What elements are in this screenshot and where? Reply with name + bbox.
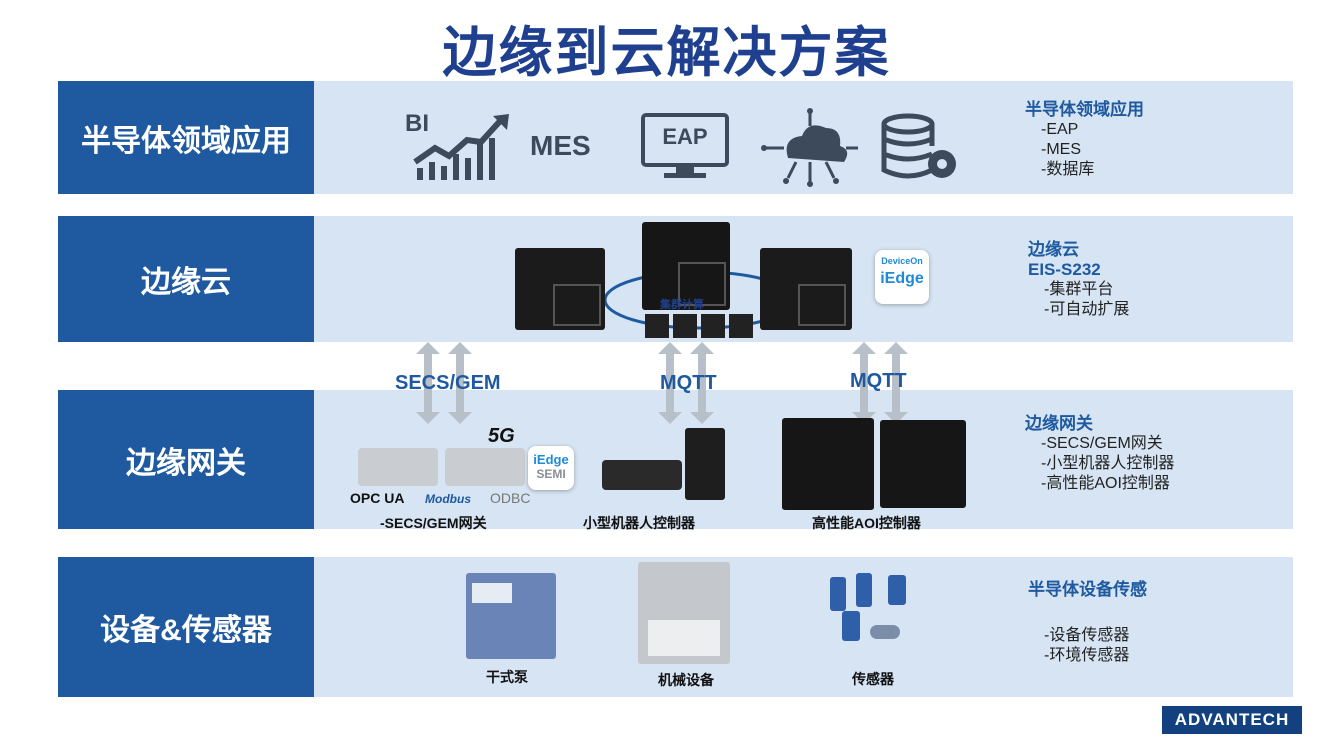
row-label-devices: 设备&传感器 [58, 557, 314, 697]
side-gateway-item: -SECS/GEM网关 [1041, 435, 1163, 452]
side-cloud-sub: EIS-S232 [1028, 260, 1101, 279]
server-center-image [642, 222, 730, 310]
server-right-image [760, 248, 852, 330]
side-apps-item: -数据库 [1041, 161, 1095, 178]
aoi-controller-left-image [782, 418, 874, 510]
side-devices: 半导体设备传感 -设备传感器 -环境传感器 [1028, 580, 1147, 666]
mes-label: MES [530, 130, 591, 161]
odbc-logo: ODBC [490, 490, 531, 506]
deviceon-iedge-label: iEdge [880, 270, 924, 287]
gateway-device-1-image [358, 448, 438, 486]
eap-monitor-icon: EAP [640, 112, 730, 182]
side-apps-item: -EAP [1041, 121, 1079, 138]
bi-label: BI [405, 110, 429, 137]
iedge-semi-label: iEdge [533, 452, 569, 467]
robot-controller-image [602, 460, 682, 490]
protocol-mqtt-center: MQTT [660, 372, 717, 394]
cluster-nodes-image [645, 310, 755, 340]
protocol-secs-gem: SECS/GEM [395, 372, 501, 394]
caption-aoi-controller: 高性能AOI控制器 [812, 515, 921, 531]
mechanical-equipment-image [638, 562, 730, 664]
caption-secs-gateway: -SECS/GEM网关 [380, 515, 487, 531]
modbus-logo: Modbus [425, 492, 471, 506]
side-gateway-heading: 边缘网关 [1025, 414, 1093, 433]
page-title: 边缘到云解决方案 [442, 23, 891, 83]
side-cloud-item: -集群平台 [1044, 281, 1114, 298]
side-cloud-heading: 边缘云 [1028, 240, 1079, 259]
cluster-label: 集群计算 [660, 299, 704, 311]
side-gateway-item: -小型机器人控制器 [1041, 455, 1175, 472]
advantech-logo: ADVANTECH [1162, 706, 1302, 734]
row-label-cloud: 边缘云 [58, 216, 314, 342]
caption-dry-pump: 干式泵 [486, 669, 528, 685]
side-apps-heading: 半导体领域应用 [1025, 100, 1144, 119]
sensors-image [826, 573, 912, 649]
arrows-secs [416, 342, 472, 424]
five-g-label: 5G [488, 425, 515, 447]
protocol-mqtt-right: MQTT [850, 370, 907, 392]
row-label-gateway: 边缘网关 [58, 390, 314, 529]
database-gear-icon [880, 112, 965, 186]
caption-robot-controller: 小型机器人控制器 [583, 515, 695, 531]
caption-sensors: 传感器 [852, 671, 894, 687]
dry-pump-image [466, 573, 556, 659]
arrows-mqtt-right [852, 342, 908, 424]
opc-ua-logo: OPC UA [350, 490, 405, 506]
side-devices-item: -环境传感器 [1044, 647, 1130, 664]
deviceon-iedge-badge: DeviceOn iEdge [875, 250, 929, 304]
bi-chart-icon: BI [405, 110, 515, 182]
side-gateway: 边缘网关 -SECS/GEM网关 -小型机器人控制器 -高性能AOI控制器 [1025, 414, 1174, 494]
iedge-semi-sub: SEMI [536, 467, 566, 481]
side-gateway-item: -高性能AOI控制器 [1041, 475, 1170, 492]
aoi-controller-right-image [880, 420, 966, 508]
caption-mechanical-equipment: 机械设备 [658, 672, 714, 688]
side-devices-heading: 半导体设备传感 [1028, 580, 1147, 599]
iedge-semi-badge: iEdge SEMI [528, 446, 574, 490]
gateway-device-2-image [445, 448, 525, 486]
deviceon-label: DeviceOn [881, 256, 923, 266]
server-left-image [515, 248, 605, 330]
arrows-mqtt-center [658, 342, 714, 424]
row-label-apps: 半导体领域应用 [58, 81, 314, 194]
side-cloud: 边缘云 EIS-S232 -集群平台 -可自动扩展 [1028, 240, 1129, 320]
eap-label: EAP [662, 124, 708, 149]
robot-controller-tower-image [685, 428, 725, 500]
side-devices-item: -设备传感器 [1044, 627, 1130, 644]
side-cloud-item: -可自动扩展 [1044, 301, 1130, 318]
cloud-network-icon [760, 108, 860, 188]
side-apps: 半导体领域应用 -EAP -MES -数据库 [1025, 100, 1144, 180]
side-apps-item: -MES [1041, 141, 1081, 158]
